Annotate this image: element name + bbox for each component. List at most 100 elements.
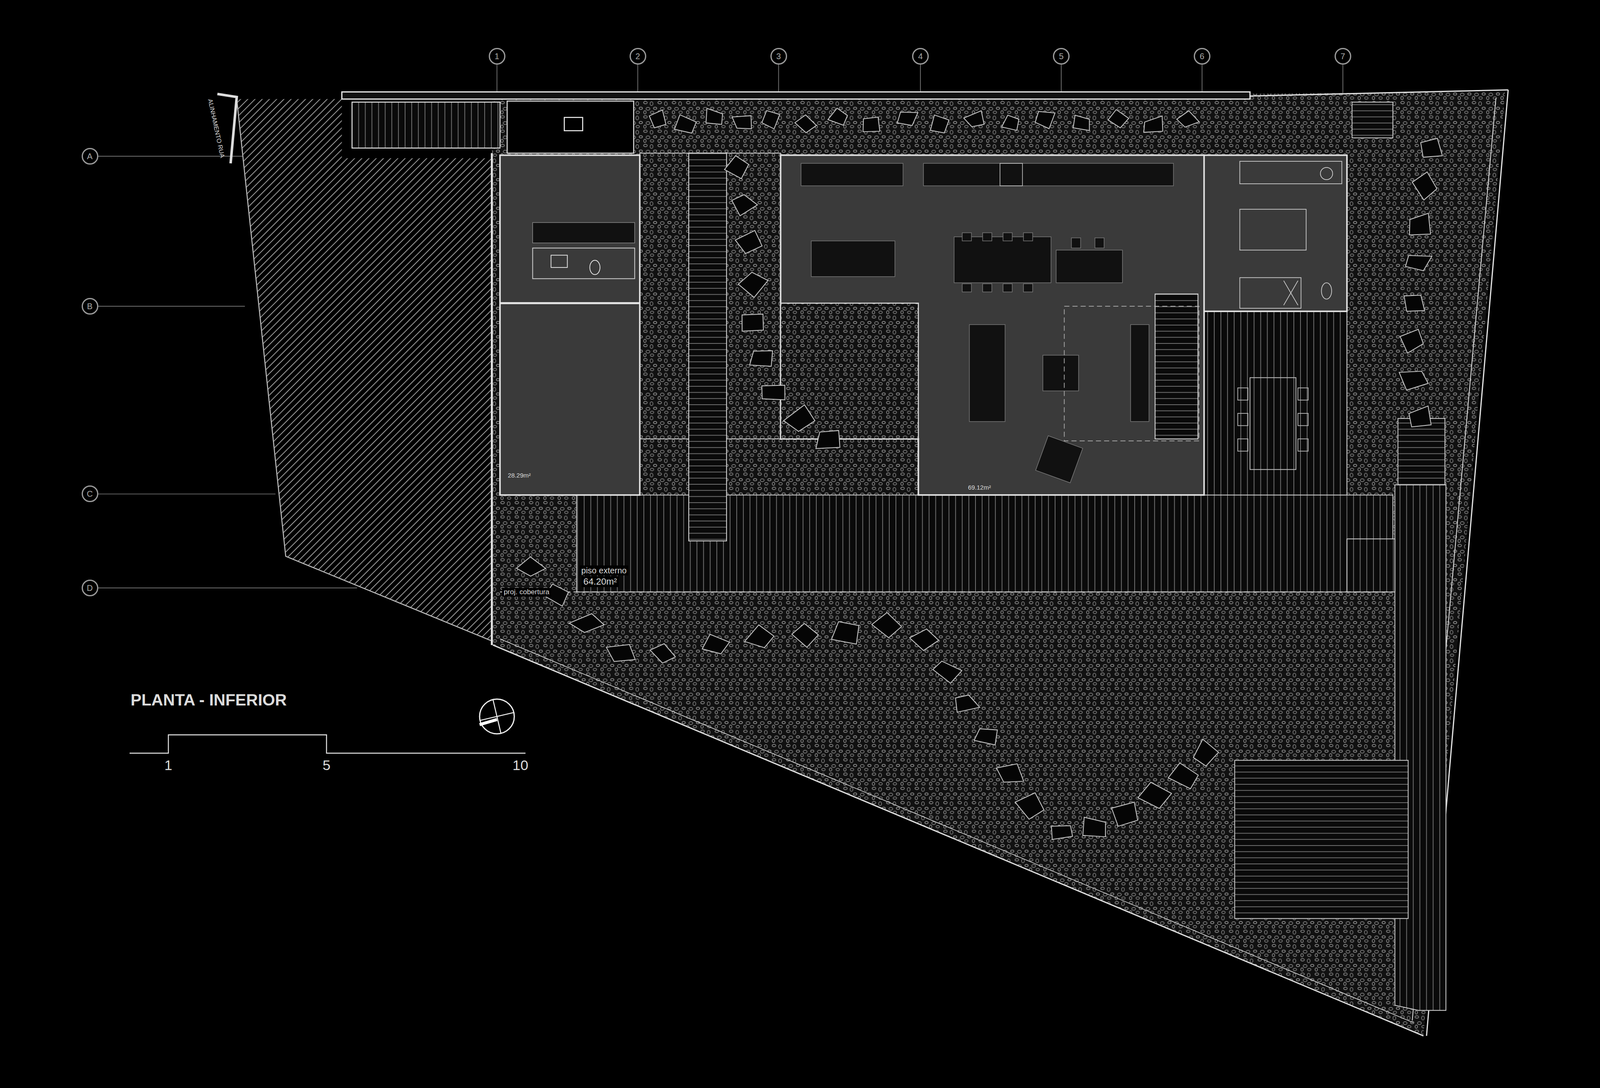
stepping-stone xyxy=(742,314,764,332)
living-room xyxy=(780,155,1204,495)
stepping-stone xyxy=(862,117,880,132)
stepping-stone xyxy=(932,661,963,684)
stepping-stone xyxy=(761,385,785,400)
stepping-stone xyxy=(1082,817,1106,837)
stepping-stone xyxy=(831,621,860,645)
stepping-stone xyxy=(761,110,780,129)
fixtures xyxy=(1240,161,1343,309)
stepping-stone xyxy=(1409,213,1431,235)
stair xyxy=(1352,102,1393,138)
top-wall xyxy=(341,92,1250,100)
stepping-stone xyxy=(674,114,697,133)
service-room xyxy=(1204,155,1348,312)
area-value: 69.12m² xyxy=(966,483,993,492)
stepping-stone xyxy=(783,404,815,432)
area-value: 28.29m² xyxy=(506,471,533,480)
stepping-stone xyxy=(1193,739,1219,766)
boardwalk xyxy=(1395,484,1446,1010)
toilet xyxy=(590,260,600,275)
stepping-stone xyxy=(815,430,840,449)
stepping-stone xyxy=(1176,110,1200,128)
stepping-stone xyxy=(1400,329,1424,353)
stepping-stone xyxy=(744,625,774,648)
stepping-stone xyxy=(1399,371,1429,390)
setback-hatch xyxy=(236,99,492,641)
grid-label: 7 xyxy=(1340,52,1345,61)
stepping-stone xyxy=(1107,109,1129,128)
grid-label: 4 xyxy=(917,52,923,61)
plan-title: PLANTA - INFERIOR xyxy=(130,691,287,710)
stepping-stone xyxy=(1420,138,1443,158)
stepping-stone xyxy=(1405,255,1432,271)
stepping-stone xyxy=(606,644,635,662)
stepping-stone xyxy=(724,155,749,179)
grid-label: 3 xyxy=(776,52,781,61)
stepping-stone xyxy=(897,112,918,126)
stepping-stone xyxy=(649,110,666,128)
site-boundary xyxy=(491,90,1508,1036)
stepping-stone xyxy=(1073,115,1090,131)
grid-bubble: D xyxy=(81,579,99,597)
stepping-stone xyxy=(1035,111,1055,129)
stepping-stone xyxy=(930,115,950,133)
grid-label: D xyxy=(86,583,93,593)
bathroom xyxy=(532,247,635,279)
scale-number: 1 xyxy=(164,757,173,773)
gravel-ground xyxy=(491,92,1505,1036)
furniture xyxy=(800,163,1174,483)
chairs xyxy=(1237,387,1309,452)
grid-bubble: C xyxy=(81,485,99,503)
stepping-stone xyxy=(1143,115,1163,133)
grid-bubble: A xyxy=(81,147,99,165)
stepping-stone xyxy=(1412,172,1437,200)
grid-bubble: 4 xyxy=(912,47,929,65)
stepping-stone xyxy=(1409,405,1432,427)
wall xyxy=(500,302,640,305)
stepping-stone xyxy=(749,350,773,367)
deck xyxy=(1234,760,1408,919)
stepping-stone xyxy=(1015,792,1044,820)
stepping-stone xyxy=(1404,295,1425,312)
service-area xyxy=(507,101,634,154)
grid-label: 1 xyxy=(494,52,500,61)
stepping-stone xyxy=(1001,115,1019,130)
stepping-stone xyxy=(516,556,546,576)
room xyxy=(500,155,640,495)
grid-bubble: 1 xyxy=(488,47,506,65)
stepping-stone xyxy=(996,763,1024,783)
stepping-stone xyxy=(738,272,768,298)
stepping-stone xyxy=(569,613,605,633)
stepping-stone xyxy=(731,194,758,216)
stepping-stone xyxy=(705,108,723,125)
stepping-stone xyxy=(791,623,819,648)
stepping-stone xyxy=(795,115,817,133)
stepping-stone xyxy=(963,110,985,127)
grid-label: C xyxy=(86,489,93,498)
grid-label: B xyxy=(87,302,93,311)
roof-note: proj. cobertura xyxy=(502,587,552,597)
deck xyxy=(1347,538,1395,592)
scale-bar xyxy=(129,734,526,753)
grid-bubble: 7 xyxy=(1334,47,1352,65)
stepping-stone xyxy=(955,695,980,713)
grid-label: 2 xyxy=(635,52,640,61)
scale-number: 10 xyxy=(512,757,529,773)
stepping-stone xyxy=(1051,825,1073,840)
grid-label: 5 xyxy=(1058,52,1064,61)
inner-patio xyxy=(780,303,919,440)
stair xyxy=(1155,294,1198,440)
grid-bubble: 3 xyxy=(770,47,788,65)
grid-label: A xyxy=(87,152,93,161)
stepping-stone xyxy=(1137,782,1172,809)
scale-number: 5 xyxy=(322,757,331,773)
stair xyxy=(352,102,500,148)
stair xyxy=(688,153,727,542)
area-value: 64.20m² xyxy=(581,576,619,588)
sink xyxy=(550,255,568,268)
stepping-stone xyxy=(1111,802,1138,827)
deck xyxy=(1204,311,1348,495)
stepping-stone xyxy=(909,629,939,651)
street-alignment: ALINHAMENTO RUA xyxy=(206,98,226,159)
stepping-stone xyxy=(871,612,902,638)
